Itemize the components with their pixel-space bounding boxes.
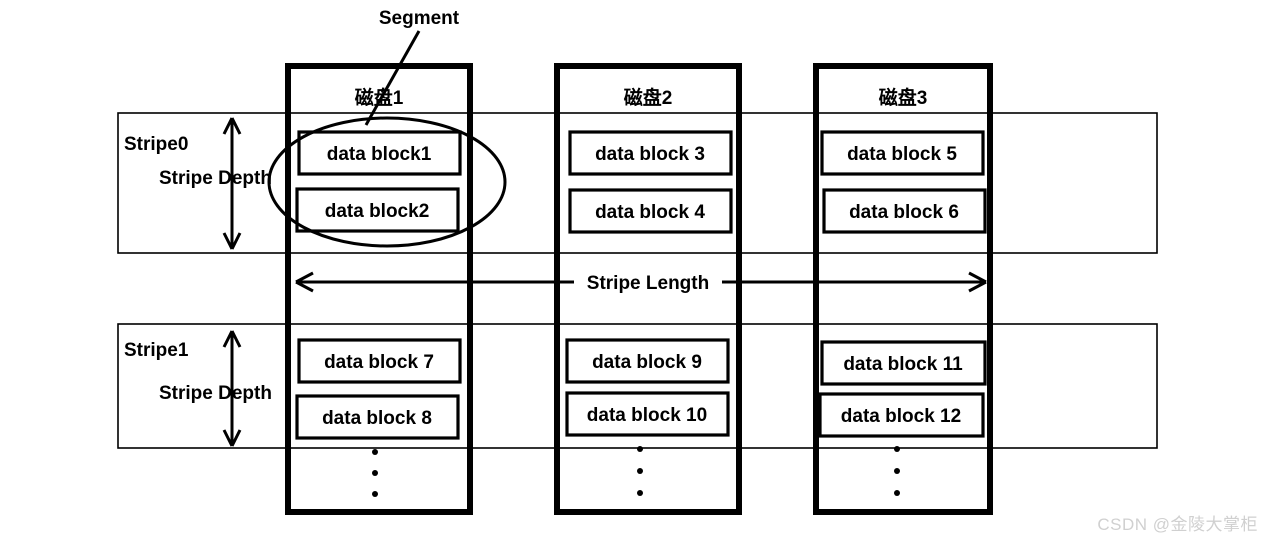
stripe1-depth-arrow [222,330,242,447]
data-block-box-1 [297,130,462,176]
stripe0-depth-label: Stripe Depth [159,168,272,189]
vertical-ellipsis-icon-disk1 [372,449,378,497]
data-block-label-1: data block1 [327,144,432,165]
segment-highlight-ellipse [267,116,507,248]
data-block-box-8 [295,394,460,440]
data-block-box-12 [818,392,985,438]
disk-column-1 [285,63,473,515]
data-block-box-6 [822,188,987,234]
data-block-label-8: data block 8 [322,408,432,429]
disk-title-1: 磁盘1 [355,86,404,109]
data-block-label-2: data block2 [325,201,430,222]
data-block-box-11 [820,340,987,386]
data-block-label-6: data block 6 [849,202,959,223]
data-block-label-5: data block 5 [847,144,957,165]
data-block-label-7: data block 7 [324,352,434,373]
disk-column-3 [813,63,993,515]
stripe-length-label: Stripe Length [587,273,709,294]
data-block-label-12: data block 12 [841,406,961,427]
data-block-label-3: data block 3 [595,144,705,165]
stripe1-depth-label: Stripe Depth [159,383,272,404]
stripe-length-arrow [295,271,987,293]
segment-leader-line [364,30,421,126]
stripe0-label: Stripe0 [124,134,188,155]
data-block-label-9: data block 9 [592,352,702,373]
data-block-box-2 [295,187,460,233]
stripe0-depth-arrow [222,117,242,250]
data-block-box-5 [820,130,985,176]
data-block-box-7 [297,338,462,384]
vertical-ellipsis-icon-disk2 [637,446,643,496]
stripe1-label: Stripe1 [124,340,189,361]
data-block-box-10 [565,391,730,437]
data-block-box-9 [565,338,730,384]
disk-title-3: 磁盘3 [879,86,928,109]
data-block-label-11: data block 11 [843,354,963,375]
segment-annotation-label: Segment [379,8,460,29]
disk-title-2: 磁盘2 [624,86,673,109]
data-block-label-10: data block 10 [587,405,707,426]
vertical-ellipsis-icon-disk3 [894,446,900,496]
data-block-box-3 [568,130,733,176]
csdn-watermark: CSDN @金陵大掌柜 [1097,515,1258,534]
disk-column-2 [554,63,742,515]
stripe0-band [117,112,1158,254]
data-block-box-4 [568,188,733,234]
data-block-label-4: data block 4 [595,202,705,223]
